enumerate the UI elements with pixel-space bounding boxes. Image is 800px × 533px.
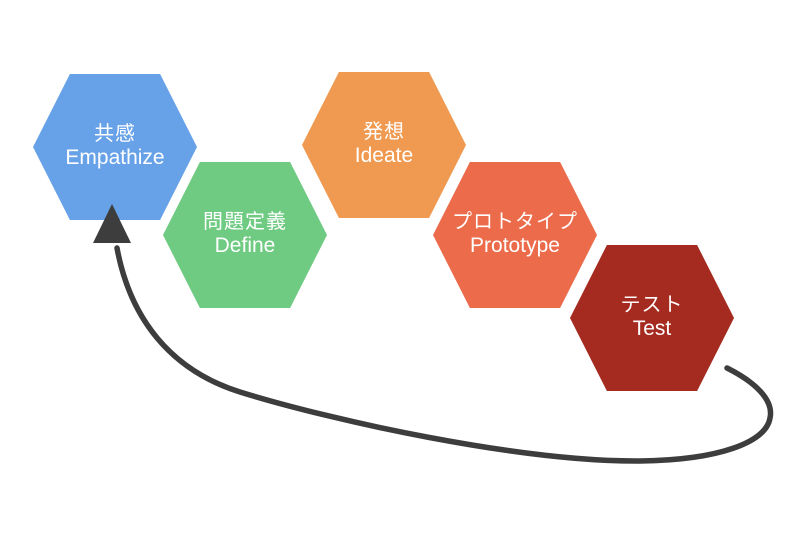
define-label-jp: 問題定義 [203, 210, 287, 233]
hexagon-empathize: 共感 Empathize [33, 74, 197, 220]
define-label-en: Define [214, 234, 276, 258]
hexagon-empathize-label: 共感 Empathize [65, 123, 164, 171]
hexagon-ideate: 発想 Ideate [302, 72, 466, 218]
hexagon-ideate-label: 発想 Ideate [355, 121, 413, 169]
empathize-label-jp: 共感 [94, 122, 136, 145]
test-label-jp: テスト [620, 293, 684, 316]
hexagon-test: テスト Test [570, 245, 734, 391]
hexagon-prototype: プロトタイプ Prototype [433, 162, 597, 308]
hexagon-define: 問題定義 Define [163, 162, 327, 308]
hexagon-prototype-label: プロトタイプ Prototype [452, 211, 578, 259]
test-label-en: Test [632, 317, 672, 341]
hexagon-define-label: 問題定義 Define [203, 211, 287, 259]
prototype-label-en: Prototype [470, 234, 560, 258]
prototype-label-jp: プロトタイプ [452, 210, 578, 233]
ideate-label-jp: 発想 [362, 120, 405, 143]
empathize-label-en: Empathize [65, 146, 165, 170]
ideate-label-en: Ideate [354, 144, 414, 168]
hexagon-test-label: テスト Test [621, 294, 684, 342]
